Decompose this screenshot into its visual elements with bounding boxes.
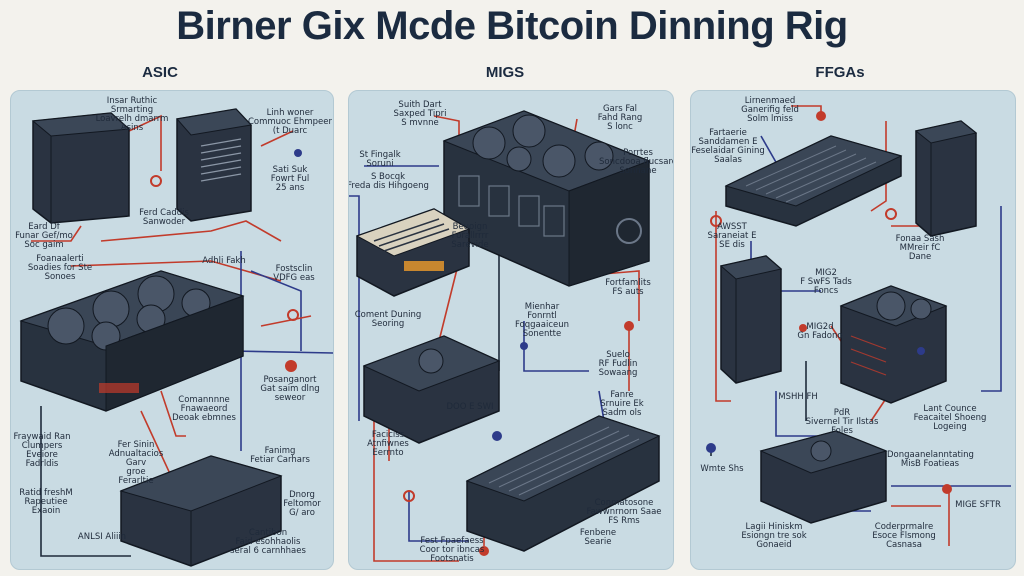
page-title: Birner Gix Mcde Bitcoin Dinning Rig xyxy=(176,4,848,48)
ffgas-label: MSHH FH xyxy=(778,392,818,402)
asic-tower-left xyxy=(31,112,131,224)
section-heading-migs: MIGS xyxy=(485,64,525,81)
ffgas-label: MIGE SFTR xyxy=(955,500,1001,510)
migs-asic-board xyxy=(465,415,661,552)
asic-label: ANLSI Aliiin xyxy=(77,532,127,542)
asic-label: Adhli Fakh xyxy=(202,256,246,266)
ffgas-tower-top xyxy=(914,120,978,237)
ffgas-power-box xyxy=(759,430,888,524)
migs-gpu-rig xyxy=(442,110,651,287)
asic-connector-dots xyxy=(150,149,302,372)
ffgas-fpga-board xyxy=(724,135,903,227)
ffgas-label: Wmte Shs xyxy=(700,464,744,474)
asic-tower-right xyxy=(176,108,253,222)
ffgas-diagram xyxy=(706,105,1011,546)
migs-label: DOO E SWI xyxy=(446,402,494,412)
section-heading-asic: ASIC xyxy=(142,64,178,81)
migs-graphics-card xyxy=(355,208,471,297)
ffgas-connector-dots xyxy=(706,111,952,494)
migs-diagram xyxy=(349,110,661,562)
asic-mining-rig xyxy=(19,270,245,412)
ffgas-fan-unit xyxy=(839,285,948,404)
migs-connector-dots xyxy=(403,321,634,556)
asic-power-unit xyxy=(119,455,283,567)
migs-controller-box xyxy=(362,335,501,444)
section-heading-ffgas: FFGAs xyxy=(815,64,865,81)
ffgas-tower-left xyxy=(719,255,783,384)
asic-diagram xyxy=(19,108,333,567)
